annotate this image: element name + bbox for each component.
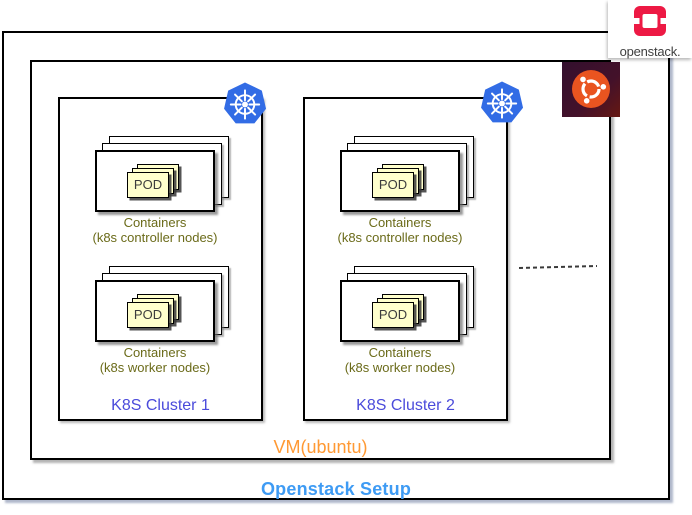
caption-line: (k8s worker nodes) xyxy=(99,360,211,375)
caption-line: Containers xyxy=(123,215,187,230)
caption-line: (k8s controller nodes) xyxy=(92,230,218,245)
container-stack: POD xyxy=(340,136,474,212)
container-layer: POD xyxy=(95,280,215,342)
stack-caption: Containers (k8s worker nodes) xyxy=(315,345,485,375)
container-layer: POD xyxy=(340,150,460,212)
k8s-cluster-1-label: K8S Cluster 1 xyxy=(111,397,210,414)
openstack-logo-caption: openstack. xyxy=(619,44,681,59)
ubuntu-icon xyxy=(562,62,620,117)
pod-box: POD xyxy=(372,302,414,328)
caption-line: (k8s worker nodes) xyxy=(344,360,456,375)
k8s-cluster-2-label: K8S Cluster 2 xyxy=(356,397,455,414)
kubernetes-icon xyxy=(224,82,267,124)
kubernetes-icon xyxy=(481,81,524,123)
container-stack: POD xyxy=(340,266,474,342)
container-layer: POD xyxy=(95,150,215,212)
vm-ubuntu-label: VM(ubuntu) xyxy=(273,437,368,457)
stack-caption: Containers (k8s controller nodes) xyxy=(315,215,485,245)
pod-box: POD xyxy=(127,172,169,198)
caption-line: (k8s controller nodes) xyxy=(337,230,463,245)
pod-box: POD xyxy=(127,302,169,328)
stack-caption: Containers (k8s worker nodes) xyxy=(70,345,240,375)
container-stack: POD xyxy=(95,136,229,212)
caption-line: Containers xyxy=(368,345,432,360)
stack-caption: Containers (k8s controller nodes) xyxy=(70,215,240,245)
caption-line: Containers xyxy=(368,215,432,230)
container-stack: POD xyxy=(95,266,229,342)
caption-line: Containers xyxy=(123,345,187,360)
openstack-icon xyxy=(633,6,667,36)
openstack-logo-card: openstack. xyxy=(608,0,692,59)
pod-box: POD xyxy=(372,172,414,198)
container-layer: POD xyxy=(340,280,460,342)
openstack-setup-label: Openstack Setup xyxy=(260,479,412,499)
